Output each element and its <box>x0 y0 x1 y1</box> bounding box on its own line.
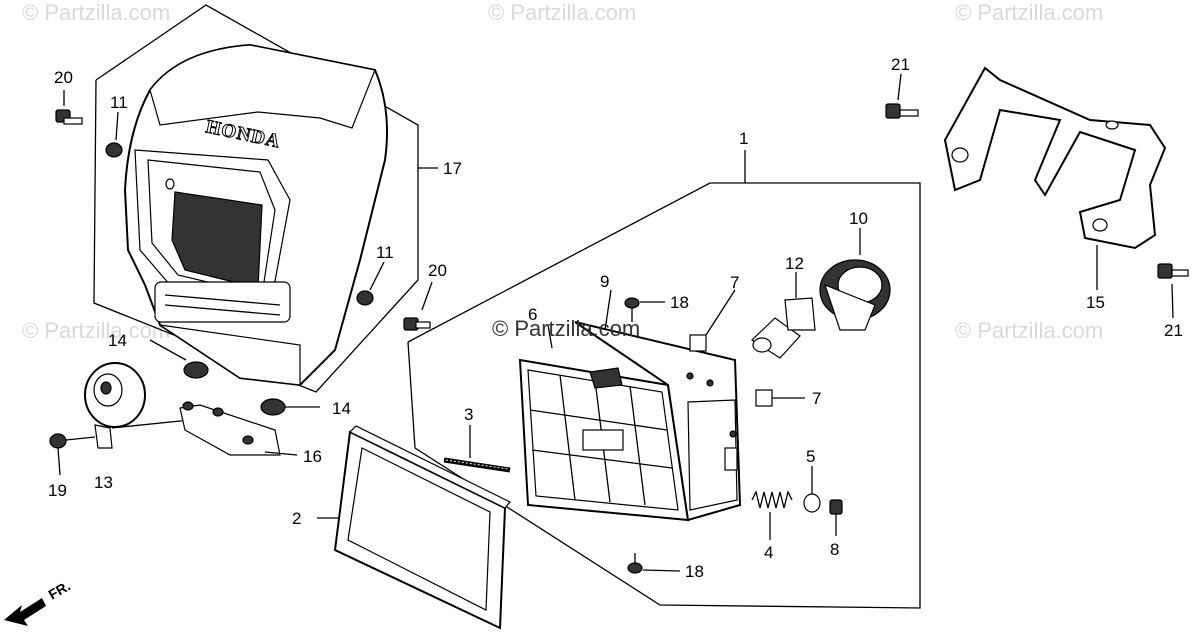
headlight-case-cover[interactable]: HONDA <box>123 43 389 387</box>
callout-21a[interactable]: 21 <box>891 55 910 74</box>
headlight-unit[interactable] <box>518 358 690 522</box>
socket[interactable] <box>819 228 891 331</box>
watermark: © Partzilla.com <box>955 318 1103 343</box>
nut-flange[interactable] <box>49 433 96 449</box>
washer-bolt[interactable] <box>885 73 919 119</box>
nut[interactable] <box>829 499 843 536</box>
callout-20a[interactable]: 20 <box>54 68 73 87</box>
headlight-stay[interactable] <box>943 66 1167 290</box>
front-direction-arrow: FR. <box>4 577 73 626</box>
watermark: © Partzilla.com <box>22 318 170 343</box>
callout-18a[interactable]: 18 <box>670 293 689 312</box>
callout-11a[interactable]: 11 <box>110 93 128 112</box>
bulb[interactable] <box>751 272 816 359</box>
collar[interactable] <box>803 466 821 513</box>
headlight-rim[interactable] <box>317 425 511 630</box>
callout-10[interactable]: 10 <box>849 209 868 228</box>
grommet[interactable] <box>105 111 123 158</box>
headlight-case[interactable] <box>574 289 742 522</box>
bolt-flange[interactable] <box>403 281 433 331</box>
callout-7b[interactable]: 7 <box>812 389 821 408</box>
flat-screw[interactable] <box>624 297 665 322</box>
callout-20b[interactable]: 20 <box>428 261 447 280</box>
watermark: © Partzilla.com <box>492 316 640 341</box>
callout-14a[interactable]: 14 <box>108 331 127 350</box>
callout-4[interactable]: 4 <box>764 543 773 562</box>
callout-19[interactable]: 19 <box>48 481 67 500</box>
callout-21b[interactable]: 21 <box>1164 321 1183 340</box>
callout-6[interactable]: 6 <box>528 305 537 324</box>
callout-18b[interactable]: 18 <box>685 562 704 581</box>
clip[interactable] <box>755 389 805 407</box>
rubber-mount[interactable] <box>149 339 209 379</box>
watermark: © Partzilla.com <box>955 0 1103 25</box>
callout-2[interactable]: 2 <box>292 509 301 528</box>
callout-14b[interactable]: 14 <box>332 399 351 418</box>
callout-15[interactable]: 15 <box>1086 293 1105 312</box>
watermark: © Partzilla.com <box>22 0 170 25</box>
callout-17[interactable]: 17 <box>443 159 462 178</box>
direction-label: FR. <box>46 577 74 602</box>
assembly-outline-17 <box>93 4 419 393</box>
callout-3[interactable]: 3 <box>464 405 473 424</box>
clip[interactable] <box>689 289 736 352</box>
callout-7a[interactable]: 7 <box>730 273 739 292</box>
horn-bracket[interactable] <box>179 401 298 456</box>
spring[interactable] <box>751 490 793 540</box>
callout-1[interactable]: 1 <box>739 129 748 148</box>
watermark: © Partzilla.com <box>488 0 636 25</box>
flat-screw[interactable] <box>627 553 681 574</box>
callout-8[interactable]: 8 <box>830 540 839 559</box>
callout-11b[interactable]: 11 <box>376 243 394 262</box>
callout-16[interactable]: 16 <box>303 447 322 466</box>
horn[interactable] <box>84 362 191 449</box>
adjusting-screw[interactable] <box>443 425 511 473</box>
callout-5[interactable]: 5 <box>806 447 815 466</box>
callout-9[interactable]: 9 <box>600 272 609 291</box>
callout-13[interactable]: 13 <box>94 473 113 492</box>
grommet[interactable] <box>356 261 385 306</box>
rubber-mount[interactable] <box>260 398 320 416</box>
bolt-flange[interactable] <box>55 90 83 125</box>
callout-12[interactable]: 12 <box>785 254 804 273</box>
washer-bolt[interactable] <box>1157 263 1189 319</box>
